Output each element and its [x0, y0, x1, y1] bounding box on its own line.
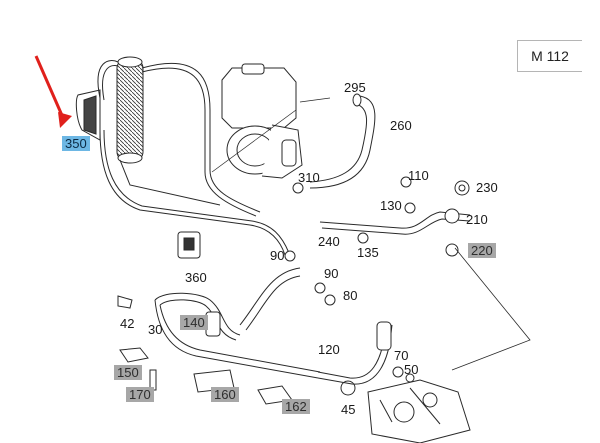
small-parts	[117, 231, 356, 405]
supply-hose	[292, 93, 376, 194]
part-callout-240[interactable]: 240	[318, 234, 340, 249]
part-callout-140[interactable]: 140	[180, 315, 208, 330]
part-callout-135[interactable]: 135	[357, 245, 379, 260]
steering-gear	[367, 366, 471, 443]
part-callout-350[interactable]: 350	[62, 136, 90, 151]
part-callout-30[interactable]: 30	[148, 322, 163, 337]
return-lines	[154, 267, 393, 385]
part-callout-90a[interactable]: 90	[270, 248, 285, 263]
part-callout-220[interactable]: 220	[468, 243, 496, 258]
part-callout-150[interactable]: 150	[114, 365, 142, 380]
part-callout-230[interactable]: 230	[476, 180, 498, 195]
part-callout-210[interactable]: 210	[466, 212, 488, 227]
part-callout-120[interactable]: 120	[318, 342, 340, 357]
part-callout-90b[interactable]: 90	[324, 266, 339, 281]
part-callout-110[interactable]: 110	[408, 168, 429, 183]
part-callout-42[interactable]: 42	[120, 316, 135, 331]
part-callout-70[interactable]: 70	[394, 348, 409, 363]
part-callout-50[interactable]: 50	[404, 362, 419, 377]
part-callout-162[interactable]: 162	[282, 399, 310, 414]
oil-cooler	[75, 56, 290, 256]
pump-assembly	[211, 63, 331, 179]
part-callout-310[interactable]: 310	[298, 170, 320, 185]
part-callout-295[interactable]: 295	[344, 80, 366, 95]
pressure-line	[319, 176, 531, 371]
part-callout-170[interactable]: 170	[126, 387, 154, 402]
part-callout-80[interactable]: 80	[343, 288, 358, 303]
model-label: M 112	[517, 40, 582, 72]
red-arrow	[34, 55, 72, 128]
part-callout-260[interactable]: 260	[390, 118, 412, 133]
part-callout-160[interactable]: 160	[211, 387, 239, 402]
part-callout-360[interactable]: 360	[185, 270, 207, 285]
part-callout-130[interactable]: 130	[380, 198, 402, 213]
part-callout-45[interactable]: 45	[341, 402, 356, 417]
